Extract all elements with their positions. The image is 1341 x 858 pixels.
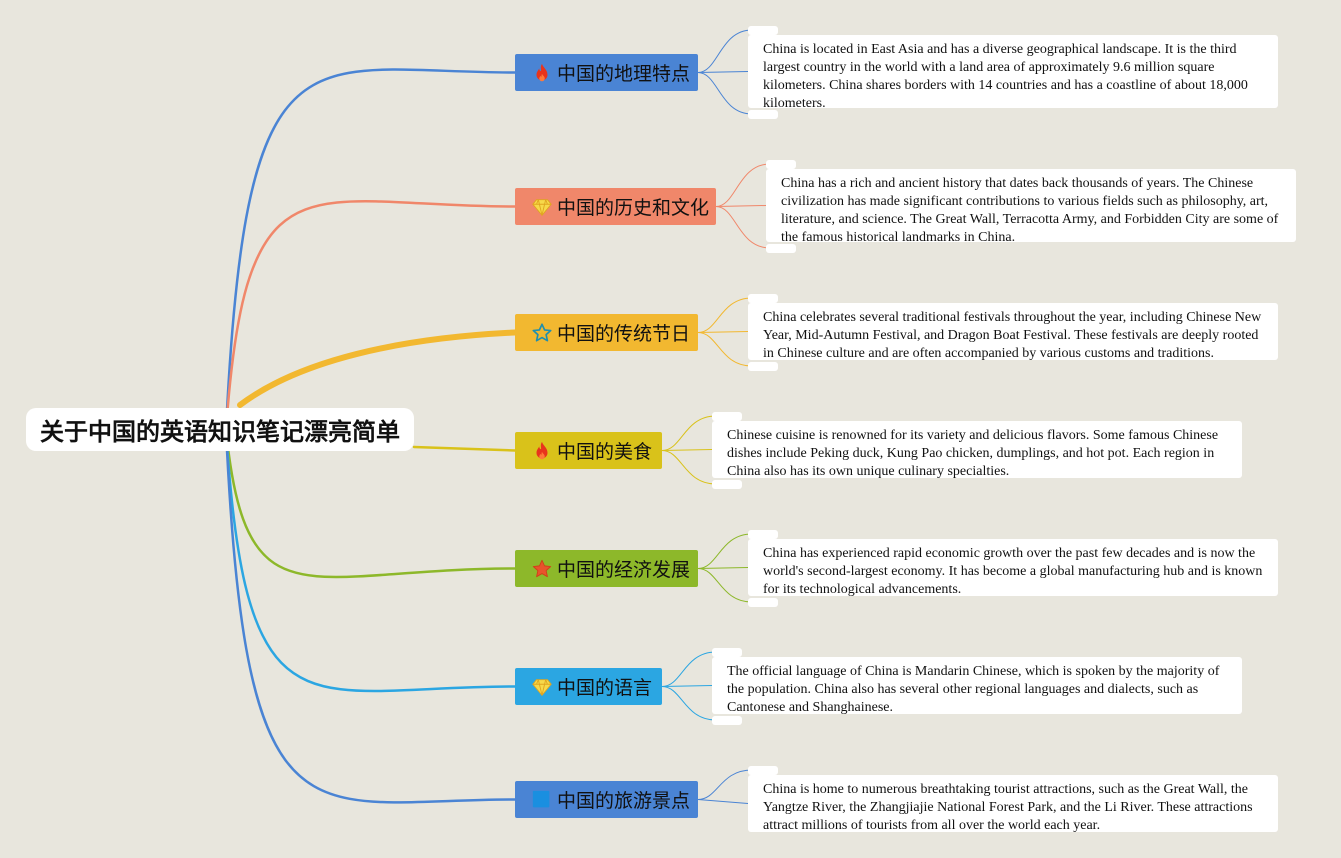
root-topic[interactable]: 关于中国的英语知识笔记漂亮简单 (26, 408, 414, 451)
connector-root-branch-5 (224, 428, 517, 579)
branch-label: 中国的传统节日 (557, 323, 691, 345)
branch-topic-7[interactable]: 中国的旅游景点 (515, 781, 698, 818)
collapsed-subtopic-stub[interactable] (748, 110, 778, 119)
branch-topic-2[interactable]: 中国的历史和文化 (515, 188, 716, 225)
connector-branch-note-5 (697, 567, 749, 569)
fire-icon (531, 62, 553, 84)
branch-label: 中国的旅游景点 (557, 790, 691, 812)
connector-branch-note-7 (697, 799, 749, 804)
connector-branch-stub-bottom-5 (697, 568, 753, 603)
branch-label: 中国的经济发展 (557, 559, 691, 581)
star-filled-icon (531, 558, 553, 580)
branch-label: 中国的历史和文化 (557, 197, 710, 219)
branch-label: 中国的地理特点 (557, 63, 691, 85)
connector-branch-stub-top-4 (661, 415, 717, 451)
connector-branch-stub-bottom-4 (661, 450, 717, 485)
connector-branch-stub-top-7 (697, 769, 753, 800)
collapsed-subtopic-stub[interactable] (748, 766, 778, 775)
collapsed-subtopic-stub[interactable] (712, 480, 742, 489)
connector-branch-stub-top-5 (697, 533, 753, 569)
connector-root-branch-1 (224, 68, 517, 432)
connector-root-branch-7 (224, 428, 517, 804)
connector-branch-stub-top-2 (715, 163, 771, 207)
collapsed-subtopic-stub[interactable] (748, 26, 778, 35)
connector-branch-stub-top-1 (697, 29, 753, 73)
connector-branch-note-1 (697, 71, 749, 73)
connector-branch-stub-bottom-6 (661, 686, 717, 721)
connector-branch-note-3 (697, 331, 749, 333)
branch-topic-4[interactable]: 中国的美食 (515, 432, 662, 469)
branch-topic-6[interactable]: 中国的语言 (515, 668, 662, 705)
branch-topic-3[interactable]: 中国的传统节日 (515, 314, 698, 351)
connector-root-branch-4 (412, 445, 517, 452)
connector-branch-note-4 (661, 449, 713, 451)
connector-branch-stub-bottom-3 (697, 332, 753, 367)
branch-label: 中国的美食 (557, 441, 653, 463)
collapsed-subtopic-stub[interactable] (748, 294, 778, 303)
branch-note-5[interactable]: China has experienced rapid economic gro… (748, 539, 1278, 596)
diamond-icon (531, 676, 553, 698)
diamond-icon (531, 196, 553, 218)
collapsed-subtopic-stub[interactable] (712, 412, 742, 421)
connector-branch-note-6 (661, 685, 713, 687)
connector-branch-stub-bottom-2 (715, 206, 771, 249)
collapsed-subtopic-stub[interactable] (712, 648, 742, 657)
branch-note-7[interactable]: China is home to numerous breathtaking t… (748, 775, 1278, 832)
branch-label: 中国的语言 (557, 677, 653, 699)
connector-branch-stub-bottom-1 (697, 72, 753, 115)
connector-branch-note-2 (715, 205, 767, 207)
collapsed-subtopic-stub[interactable] (748, 598, 778, 607)
collapsed-subtopic-stub[interactable] (766, 244, 796, 253)
connector-root-branch-6 (224, 428, 517, 693)
connector-branch-stub-top-3 (697, 297, 753, 333)
branch-note-3[interactable]: China celebrates several traditional fes… (748, 303, 1278, 360)
collapsed-subtopic-stub[interactable] (766, 160, 796, 169)
connector-root-branch-2 (224, 199, 517, 432)
connector-root-branch-3 (237, 329, 518, 408)
connector-branch-stub-top-6 (661, 651, 717, 687)
collapsed-subtopic-stub[interactable] (712, 716, 742, 725)
fire-icon (531, 440, 553, 462)
branch-note-2[interactable]: China has a rich and ancient history tha… (766, 169, 1296, 242)
collapsed-subtopic-stub[interactable] (748, 362, 778, 371)
branch-note-4[interactable]: Chinese cuisine is renowned for its vari… (712, 421, 1242, 478)
star-outline-icon (531, 322, 553, 344)
collapsed-subtopic-stub[interactable] (748, 530, 778, 539)
branch-note-1[interactable]: China is located in East Asia and has a … (748, 35, 1278, 108)
square-icon (531, 789, 553, 811)
branch-note-6[interactable]: The official language of China is Mandar… (712, 657, 1242, 714)
branch-topic-1[interactable]: 中国的地理特点 (515, 54, 698, 91)
branch-topic-5[interactable]: 中国的经济发展 (515, 550, 698, 587)
